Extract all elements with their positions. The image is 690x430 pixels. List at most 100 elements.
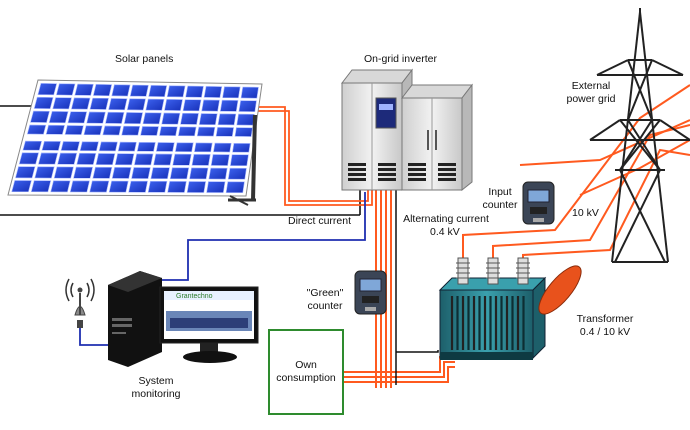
label-transformer: Transformer 0.4 / 10 kV [572,313,638,339]
solar-cell [219,99,239,112]
solar-cell [182,99,202,112]
solar-cell [74,83,94,96]
dc-wires [258,106,373,206]
solar-cell [185,85,204,98]
solar-cell [108,98,128,111]
solar-cell [34,166,55,179]
computer-icon [108,271,259,367]
solar-cell [180,112,199,125]
solar-cell [222,86,241,99]
solar-cell [238,100,257,112]
solar-cell [191,153,211,166]
solar-cell [56,83,76,96]
label-own-consumption: Own consumption [276,359,336,385]
solar-cell [126,98,146,111]
solar-cell [140,126,159,136]
own-consumption-box: Own consumption [268,329,344,415]
label-green-counter-line1: "Green" [306,287,344,299]
solar-cell [30,180,52,193]
solar-cell [210,154,230,166]
solar-cell [208,167,228,180]
solar-cell [11,180,32,193]
label-input-counter-line2: counter [482,199,518,211]
solar-cell [134,153,154,166]
solar-cell [189,167,209,180]
solar-cell [98,141,118,152]
solar-cell [73,166,94,179]
solar-cell [123,112,144,125]
solar-cell [45,124,65,135]
label-own-consumption-line2: consumption [276,372,336,384]
label-direct-current: Direct current [288,215,352,227]
inverter-icon [340,68,474,192]
solar-cell [196,126,216,137]
solar-cell [22,140,43,151]
solar-cell [121,125,141,136]
solar-cell [201,99,220,112]
solar-cell [92,166,113,179]
label-alternating-current: Alternating current 0.4 kV [398,213,494,239]
solar-cell [111,84,131,97]
solar-cell [71,97,91,110]
solar-cell [159,126,178,136]
solar-cell [60,141,80,151]
solar-cell [117,141,137,152]
label-system-monitoring-line2: monitoring [131,388,181,400]
solar-cell [41,140,61,151]
solar-cell [145,98,165,111]
solar-cell [186,181,207,193]
solar-cell [105,111,125,124]
solar-cell [67,111,88,124]
solar-cell [142,112,162,125]
solar-cell [69,180,90,193]
solar-cell [86,111,106,124]
solar-cell [230,154,249,166]
label-alternating-current-line2: 0.4 kV [430,226,460,238]
solar-cell [167,181,187,193]
solar-cell [215,127,235,137]
solar-cell [89,97,109,110]
solar-cell [217,113,237,126]
solar-cell [79,141,99,152]
label-input-counter-line1: Input [488,186,512,198]
solar-cell [26,124,47,135]
meter-icon [522,181,555,225]
solar-cell [129,84,149,97]
label-own-consumption-line1: Own [295,359,317,371]
solar-cell [30,110,50,123]
label-10kv: 10 kV [572,207,599,219]
label-input-counter: Input counter [480,186,520,212]
label-green-counter: "Green" counter [300,287,350,313]
solar-cell [175,142,194,152]
solar-cell [206,181,226,193]
solar-cell [203,86,223,98]
solar-cell [18,152,39,165]
solar-cell [169,167,190,180]
solar-cell [37,83,58,96]
label-inverter: On-grid inverter [364,53,437,65]
solar-cell [225,181,245,193]
monitor-brand: Grantechno [176,293,213,300]
solar-cell [108,180,129,193]
solar-cell [194,142,213,153]
solar-cell [213,142,232,153]
solar-cell [15,166,36,179]
label-external-grid-line2: power grid [566,93,616,105]
solar-cell [33,96,54,109]
solar-cell [83,125,103,136]
label-system-monitoring: System monitoring [125,375,187,401]
solar-cell [38,152,59,165]
solar-cell [236,113,255,126]
solar-cell [111,167,132,179]
solar-cell [92,84,113,97]
solar-cell [198,113,218,126]
solar-cell [102,125,122,136]
label-transformer-line2: 0.4 / 10 kV [579,326,631,338]
solar-cell [64,125,84,135]
solar-cell [172,153,192,166]
solar-cell [232,142,251,153]
solar-cell [53,166,74,179]
solar-cell [89,180,110,193]
hv-wires [462,84,690,258]
